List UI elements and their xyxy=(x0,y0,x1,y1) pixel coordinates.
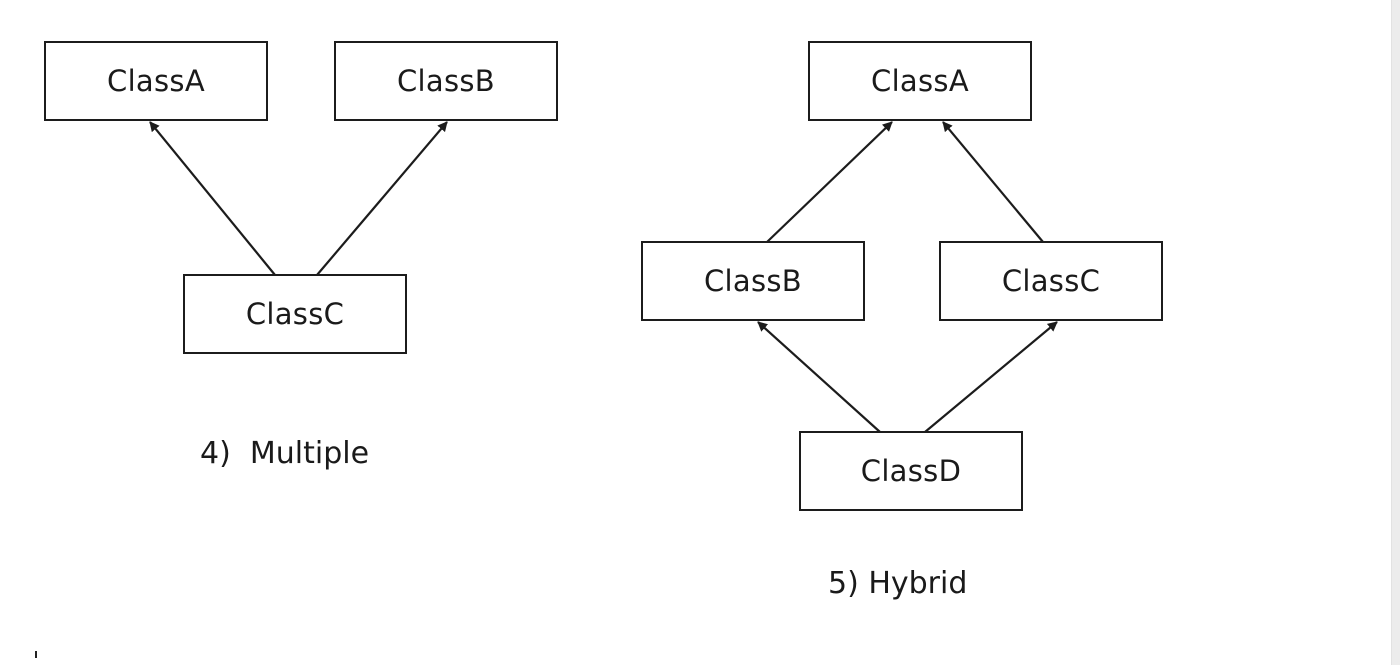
arrow-multiple-c-to-a xyxy=(149,121,276,276)
arrow-hybrid-d-to-c xyxy=(924,321,1058,433)
hybrid-caption: 5) Hybrid xyxy=(828,566,968,601)
multiple-class-b-label: ClassB xyxy=(397,64,495,98)
page-edge xyxy=(1391,0,1400,665)
arrow-multiple-c-to-b xyxy=(316,121,448,276)
stray-mark xyxy=(35,651,37,658)
multiple-class-a-box: ClassA xyxy=(44,41,268,121)
hybrid-class-d-label: ClassD xyxy=(860,454,962,488)
hybrid-class-a-box: ClassA xyxy=(808,41,1032,121)
hybrid-class-d-box: ClassD xyxy=(799,431,1023,511)
multiple-class-c-label: ClassC xyxy=(245,297,345,331)
multiple-class-b-box: ClassB xyxy=(334,41,558,121)
arrow-hybrid-c-to-a xyxy=(942,121,1044,243)
multiple-class-a-label: ClassA xyxy=(107,64,205,98)
hybrid-class-a-label: ClassA xyxy=(871,64,969,98)
multiple-caption: 4) Multiple xyxy=(200,436,370,471)
arrow-hybrid-d-to-b xyxy=(757,321,881,433)
hybrid-class-b-label: ClassB xyxy=(704,264,802,298)
hybrid-class-b-box: ClassB xyxy=(641,241,865,321)
hybrid-class-c-box: ClassC xyxy=(939,241,1163,321)
multiple-class-c-box: ClassC xyxy=(183,274,407,354)
hybrid-class-c-label: ClassC xyxy=(1001,264,1101,298)
arrow-hybrid-b-to-a xyxy=(766,121,893,243)
